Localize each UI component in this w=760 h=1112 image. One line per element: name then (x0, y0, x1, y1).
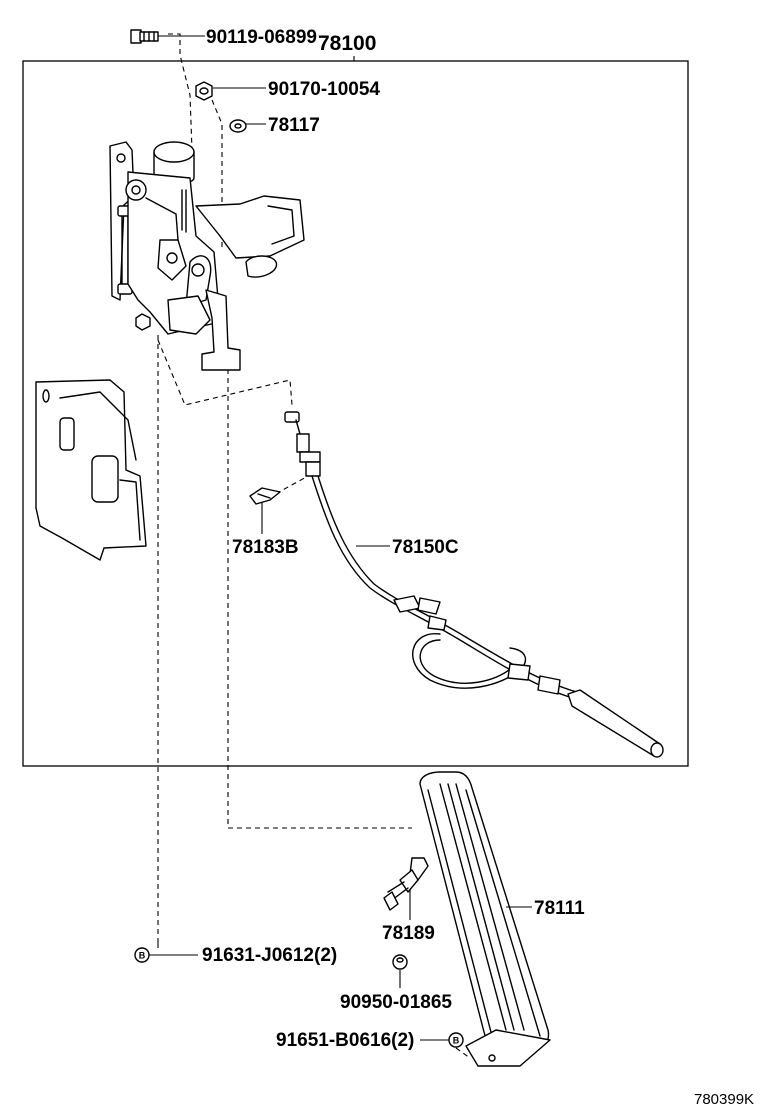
dash-clip-link (267, 474, 311, 499)
label-washer: 78117 (268, 115, 320, 136)
washer-icon (229, 119, 247, 133)
marker-b-left-icon: B (134, 947, 150, 963)
label-pedal: 78111 (534, 898, 585, 919)
label-cable: 78150C (392, 537, 459, 558)
figure-id: 780399K (694, 1091, 754, 1108)
dash-pedal-link (227, 360, 412, 829)
pedal-lock-assembly-icon (109, 141, 305, 371)
label-nut-b-left: 91631-J0612(2) (202, 945, 337, 966)
marker-b-right-letter: B (453, 1036, 460, 1046)
accelerator-pedal-icon (419, 771, 551, 1067)
stopper-bolt-icon (383, 857, 429, 911)
assembly-label: 78100 (318, 32, 376, 55)
cushion-icon (392, 954, 408, 970)
dash-bolt-path (168, 33, 193, 151)
label-cushion: 90950-01865 (340, 992, 452, 1013)
label-clip: 78183B (232, 537, 299, 558)
marker-b-right-icon: B (448, 1032, 464, 1048)
label-nut-top: 90170-10054 (268, 79, 380, 100)
label-bolt-top: 90119-06899 (206, 27, 317, 48)
marker-b-left-letter: B (139, 951, 146, 961)
dash-cable-link (157, 339, 293, 406)
cable-clip-icon (249, 487, 281, 505)
protector-plate-icon (35, 379, 147, 561)
assembly-frame (22, 60, 689, 767)
accelerator-cable-icon (284, 411, 664, 758)
dash-nut-b-right (455, 1047, 471, 1059)
label-nut-b-right: 91651-B0616(2) (276, 1030, 414, 1051)
nut-icon (195, 81, 213, 101)
label-stopper: 78189 (382, 923, 435, 944)
bolt-icon (130, 29, 159, 44)
